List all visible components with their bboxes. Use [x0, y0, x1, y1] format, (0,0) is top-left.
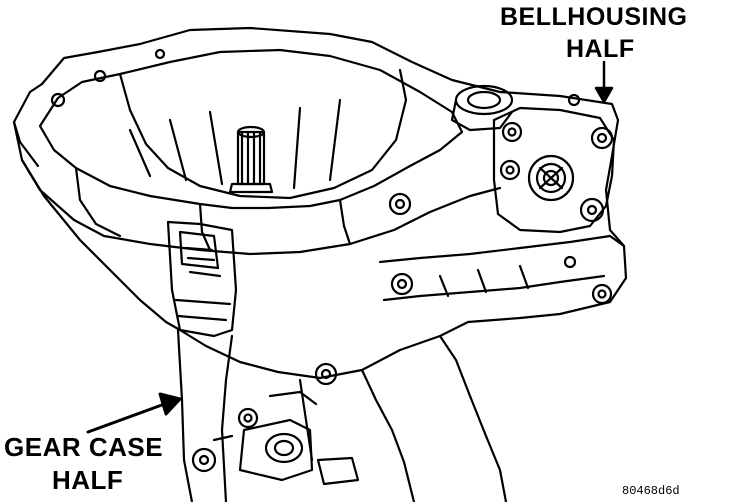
bellhousing-flange — [12, 26, 628, 380]
bellhousing-arrow — [594, 60, 614, 104]
figure-code: 80468d6d — [622, 484, 680, 498]
case-split-line — [378, 234, 626, 264]
bellhousing-rim-inner — [38, 48, 464, 210]
gear-case-half-label-line1: GEAR CASE — [4, 432, 164, 462]
bellhousing-half-label-line2: HALF — [566, 35, 635, 63]
gear-case-half-label-line2: HALF — [52, 465, 124, 495]
bellhousing-lip — [20, 158, 502, 256]
bellhousing-half-label-line1: BELLHOUSING — [500, 3, 688, 31]
gear-case-body — [176, 328, 194, 502]
gear-case-arrow — [86, 392, 182, 434]
bellhousing-boss-cluster — [492, 106, 616, 234]
shift-bracket — [166, 220, 238, 338]
bellhousing-bowl — [118, 68, 408, 200]
